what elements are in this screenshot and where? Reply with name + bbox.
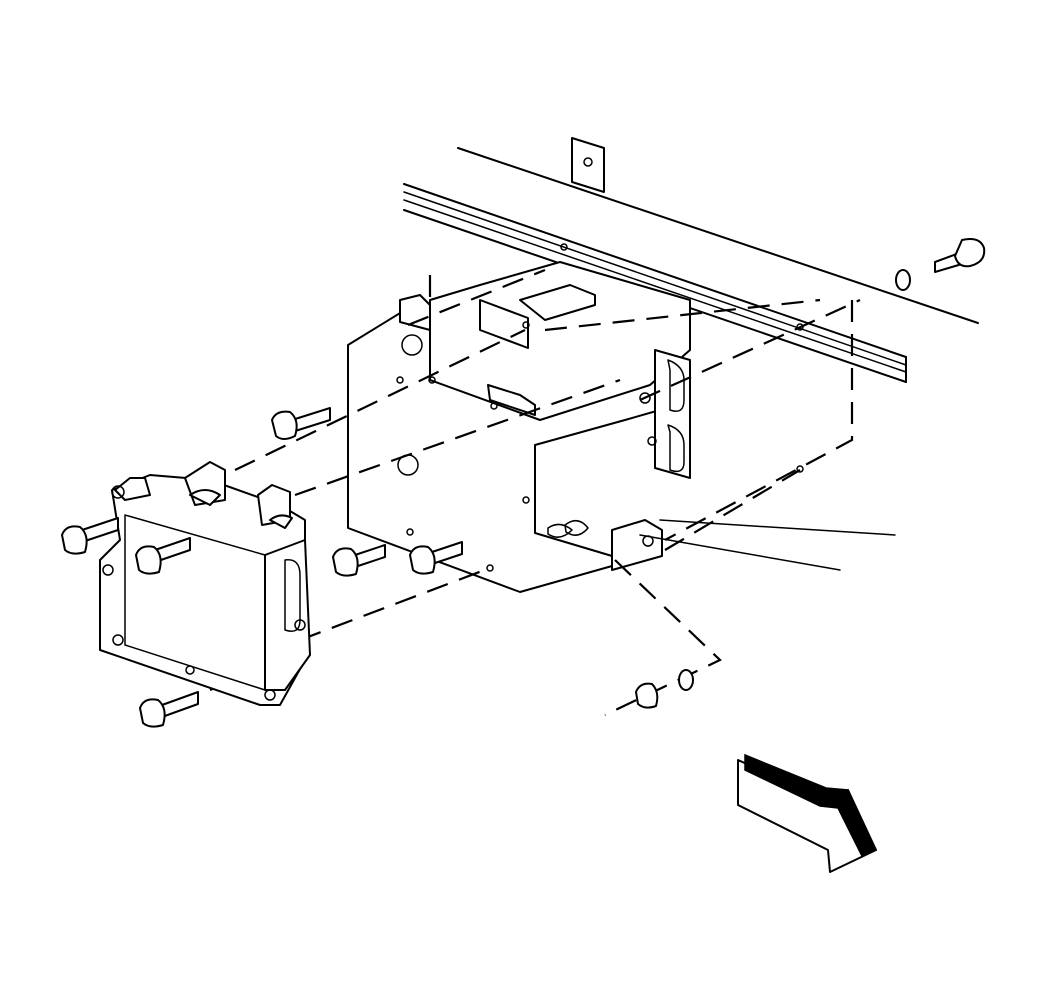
- bolt-module-left: [61, 517, 119, 555]
- direction-arrow-icon: [737, 753, 878, 873]
- bolt-bracket-lower-center: [409, 541, 463, 575]
- bolt-bracket-lower-left: [332, 544, 386, 577]
- bolt-module-center: [135, 537, 191, 575]
- bolt-upper-right: [895, 238, 986, 291]
- assembly-lines: [209, 268, 896, 716]
- control-module: [99, 461, 311, 706]
- rail-tab-hole: [583, 157, 593, 167]
- bolt-module-bottom: [139, 691, 199, 728]
- nut-and-washer: [635, 669, 694, 709]
- rail-tab: [571, 137, 605, 193]
- bolt-middle-left: [271, 407, 331, 440]
- mounting-bracket: [347, 261, 804, 593]
